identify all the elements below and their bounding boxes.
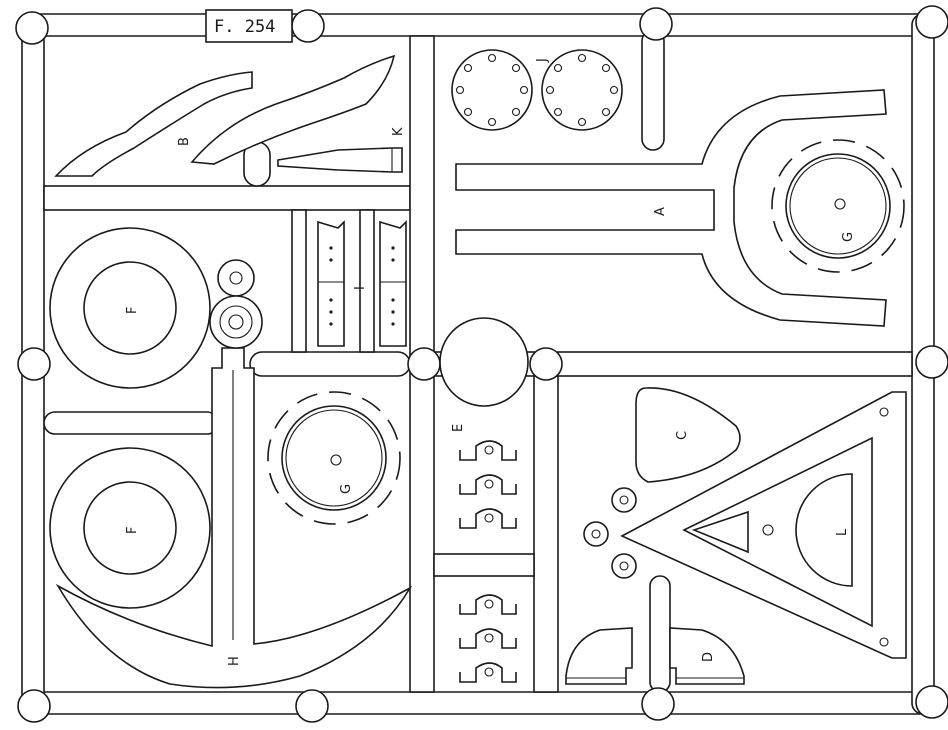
sprue-gates bbox=[15, 5, 948, 723]
part-h-body bbox=[55, 347, 413, 689]
sprue-e-column-right bbox=[533, 375, 559, 693]
part-l-center-hole bbox=[762, 524, 774, 536]
part-h-label: H bbox=[227, 656, 242, 666]
part-g-right-hub bbox=[834, 198, 846, 210]
part-i: I bbox=[317, 220, 407, 347]
sprue-left-mid-stub bbox=[43, 411, 219, 435]
sprue-upper-left-divider bbox=[43, 185, 411, 211]
part-h-ring-hole bbox=[228, 314, 244, 330]
clip bbox=[459, 508, 517, 529]
part-l-half-disc bbox=[795, 473, 853, 587]
clip bbox=[459, 594, 517, 615]
sheet-code: F. 254 bbox=[214, 17, 275, 37]
part-k-label: K bbox=[391, 127, 406, 136]
part-b-arm-upper bbox=[190, 54, 396, 165]
frame-top-bar bbox=[21, 13, 935, 37]
part-e-disc bbox=[439, 317, 529, 407]
clip bbox=[459, 440, 517, 461]
part-c-body bbox=[635, 387, 741, 483]
sprue-middle-left bbox=[249, 351, 411, 377]
gate bbox=[291, 9, 325, 43]
part-j-holes bbox=[455, 53, 619, 127]
part-h-ring bbox=[209, 295, 263, 349]
part-d: D bbox=[565, 627, 745, 685]
clip bbox=[459, 628, 517, 649]
gate bbox=[915, 345, 948, 379]
sprue-e-column-cross bbox=[433, 553, 535, 577]
gate bbox=[15, 11, 49, 45]
part-g-left-rim bbox=[281, 405, 387, 511]
part-l-small-window bbox=[691, 510, 749, 554]
sprue-bottom-right-stub bbox=[649, 575, 671, 693]
gate bbox=[17, 347, 51, 381]
sprue-right-top-stub bbox=[641, 29, 665, 151]
part-e: E bbox=[439, 317, 529, 683]
part-j-disc-right bbox=[541, 49, 623, 131]
part-j: J bbox=[451, 49, 623, 131]
part-g-right-inner bbox=[789, 157, 887, 255]
gate bbox=[915, 5, 948, 39]
clip bbox=[459, 474, 517, 495]
part-g-left-hub bbox=[330, 454, 342, 466]
gate bbox=[529, 347, 563, 381]
part-h-top-ring-hole bbox=[229, 271, 243, 285]
sprue-i-divider-a bbox=[291, 209, 307, 353]
part-i-label: I bbox=[353, 286, 368, 290]
part-b-label: B bbox=[177, 137, 192, 146]
part-g-right-rim bbox=[785, 153, 891, 259]
part-l-corner-hole-top bbox=[879, 407, 889, 417]
part-a-body bbox=[455, 89, 887, 327]
part-c-label: C bbox=[675, 431, 690, 440]
gate bbox=[295, 689, 329, 723]
part-g-left-label: G bbox=[339, 484, 354, 494]
part-b-arm-lower bbox=[54, 71, 253, 177]
part-f-wheel-lower-hub bbox=[83, 481, 177, 575]
clip bbox=[459, 662, 517, 683]
sprue-i-divider-b bbox=[359, 209, 375, 353]
part-l: L bbox=[583, 391, 907, 659]
part-e-clips bbox=[459, 440, 517, 683]
gate bbox=[641, 687, 675, 721]
part-f-lower-label: F bbox=[125, 527, 140, 534]
part-k: K bbox=[277, 127, 406, 173]
gate bbox=[915, 685, 948, 719]
gate bbox=[407, 347, 441, 381]
sheet-code-frame bbox=[205, 9, 293, 43]
part-d-elbow-right bbox=[669, 627, 745, 685]
part-h: H bbox=[55, 259, 413, 689]
part-a: A bbox=[455, 89, 887, 327]
part-f: F F bbox=[49, 227, 211, 609]
sheet-code-box: F. 254 bbox=[205, 9, 293, 43]
part-j-label: J bbox=[535, 58, 550, 63]
gate bbox=[17, 689, 51, 723]
part-l-lugs bbox=[583, 487, 637, 579]
part-b: B bbox=[54, 54, 396, 177]
part-l-corner-hole-bottom bbox=[879, 637, 889, 647]
part-i-strip-left bbox=[317, 220, 345, 347]
part-f-upper-label: F bbox=[125, 307, 140, 314]
part-c: C bbox=[635, 387, 741, 483]
part-g-right: G bbox=[771, 139, 905, 273]
part-e-label: E bbox=[451, 424, 466, 432]
part-g-left-inner bbox=[285, 409, 383, 507]
frame-bottom-bar bbox=[21, 691, 935, 715]
part-h-ring-inner bbox=[219, 305, 253, 339]
part-i-dots bbox=[329, 246, 395, 326]
part-g-left: G bbox=[267, 391, 401, 525]
part-a-label: A bbox=[653, 207, 668, 216]
gate bbox=[639, 7, 673, 41]
part-l-label: L bbox=[835, 528, 850, 536]
part-f-wheel-upper-hub bbox=[83, 261, 177, 355]
part-k-body bbox=[277, 147, 403, 173]
part-j-disc-left bbox=[451, 49, 533, 131]
part-h-top-ring bbox=[217, 259, 255, 297]
part-i-strip-right bbox=[379, 220, 407, 347]
part-g-right-label: G bbox=[841, 232, 856, 242]
part-d-label: D bbox=[701, 652, 716, 662]
part-d-elbow-left bbox=[565, 627, 633, 685]
